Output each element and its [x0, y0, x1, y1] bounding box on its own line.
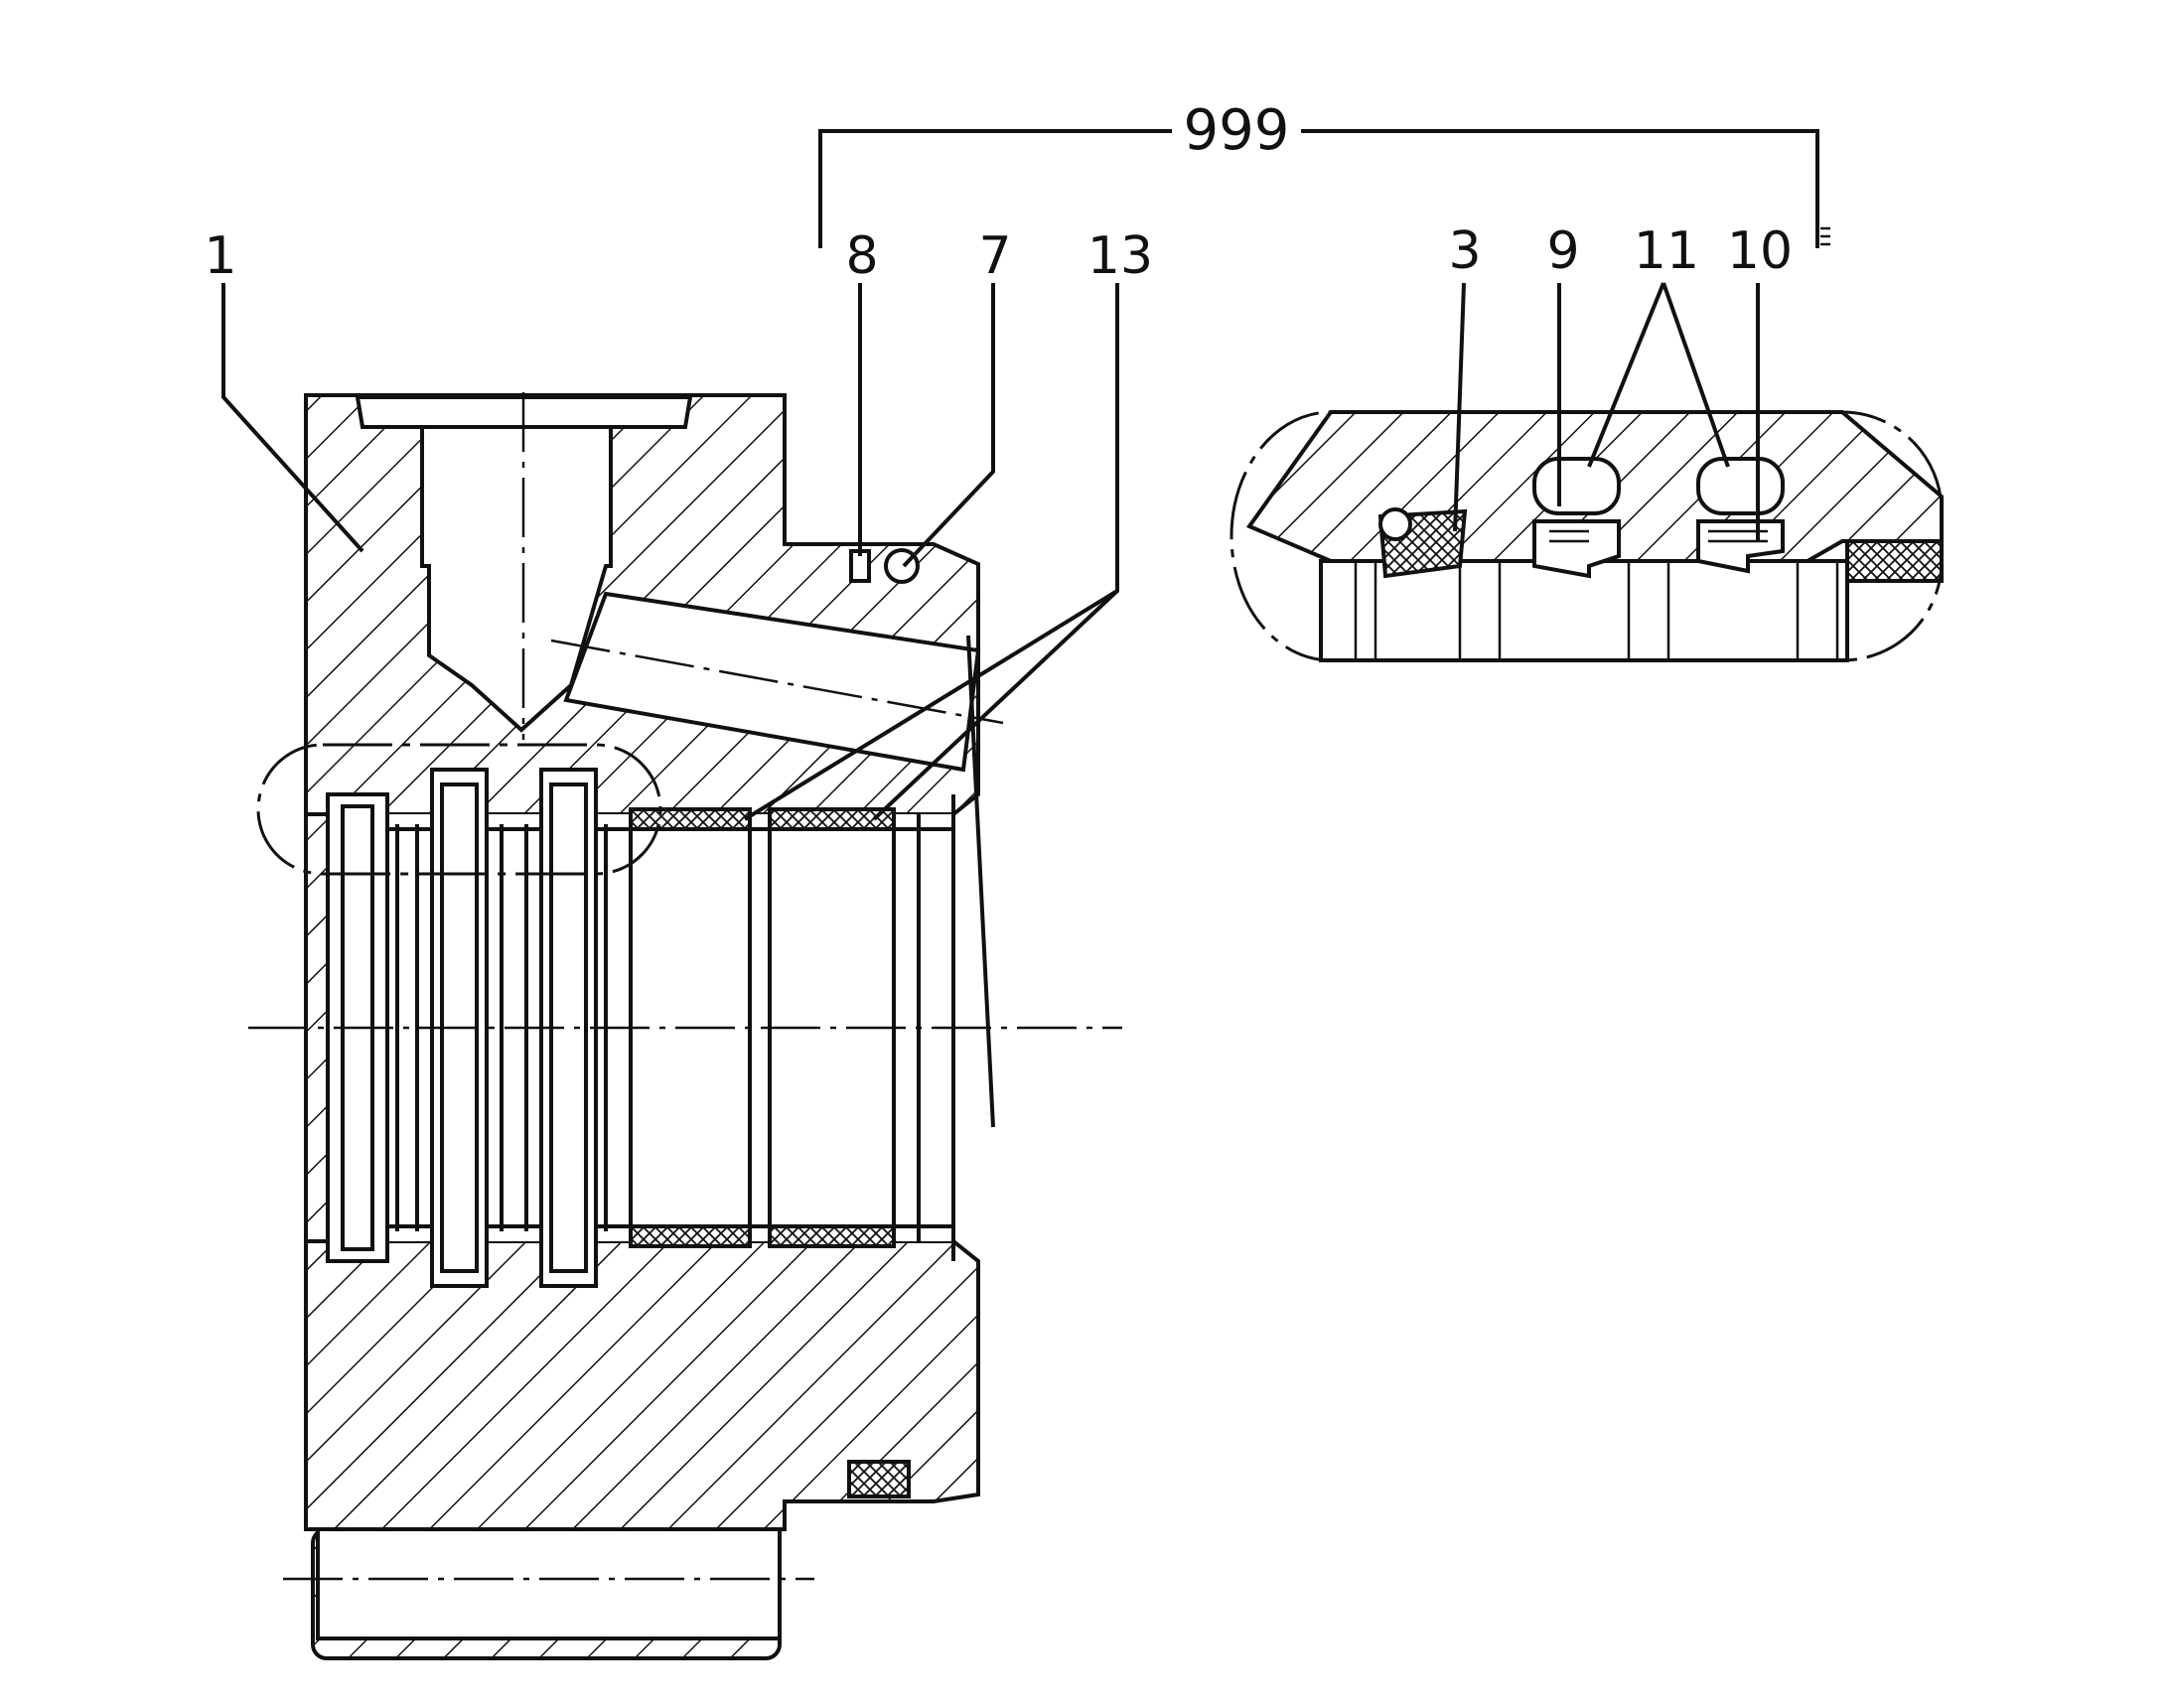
seal-9-detail [1532, 519, 1621, 579]
label-8: 8 [845, 226, 878, 286]
label-1: 1 [204, 226, 236, 286]
o-ring-11a [1532, 457, 1621, 515]
label-11: 11 [1634, 221, 1699, 281]
label-13: 13 [1087, 226, 1153, 286]
left-flange [304, 812, 330, 1243]
label-7: 7 [978, 226, 1011, 286]
detail-marker [256, 743, 662, 876]
detail-view [1229, 410, 1944, 662]
main-section-view [248, 392, 1122, 1660]
leader-lines [221, 129, 1830, 1128]
o-ring-11b [1696, 457, 1785, 515]
label-10: 10 [1727, 221, 1793, 281]
label-3: 3 [1448, 221, 1481, 281]
radial-port-bore [420, 423, 613, 733]
seal-10-detail [1696, 519, 1785, 574]
guide-band-detail [1845, 539, 1944, 583]
detail-outline [1229, 410, 1944, 662]
label-9: 9 [1546, 221, 1579, 281]
label-999: 999 [1184, 98, 1290, 163]
bottom-wiper [847, 1460, 911, 1498]
